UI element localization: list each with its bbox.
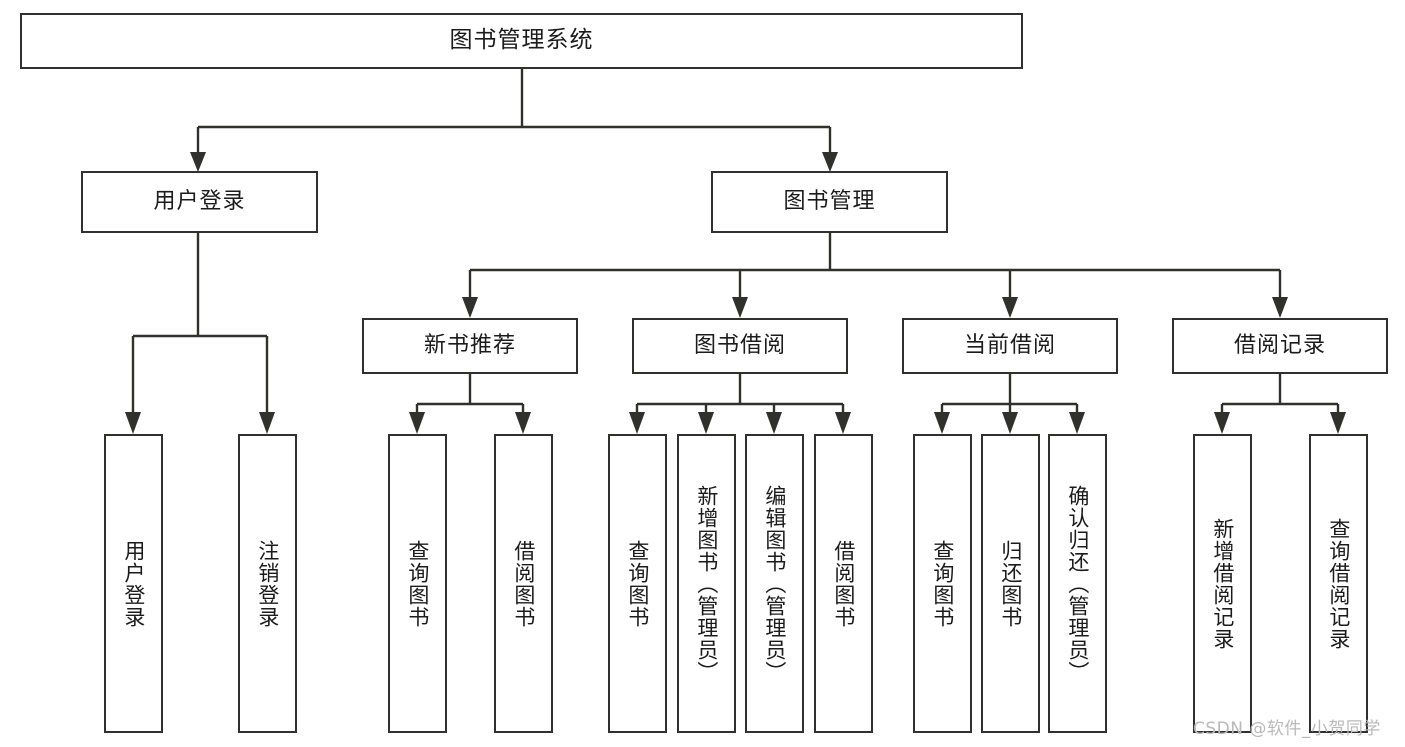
leaf-book-borrow-query[interactable]: 查询图书 <box>608 434 667 733</box>
node-borrow-record[interactable]: 借阅记录 <box>1172 318 1388 374</box>
node-borrow-record-label: 借阅记录 <box>1233 333 1326 359</box>
watermark-text: CSDN @软件_小贺同学 <box>1193 719 1381 739</box>
leaf-user-login-signout[interactable]: 注销登录 <box>238 434 297 733</box>
node-current-borrow[interactable]: 当前借阅 <box>902 318 1118 374</box>
leaf-label: 编辑图书（管理员） <box>762 484 787 683</box>
node-current-borrow-label: 当前借阅 <box>963 333 1056 359</box>
leaf-new-book-borrow[interactable]: 借阅图书 <box>494 434 553 733</box>
leaf-new-book-query[interactable]: 查询图书 <box>388 434 447 733</box>
node-user-login[interactable]: 用户登录 <box>81 171 318 233</box>
node-book-management[interactable]: 图书管理 <box>711 171 948 233</box>
leaf-label: 确认归还（管理员） <box>1065 484 1090 683</box>
leaf-current-borrow-confirm-return[interactable]: 确认归还（管理员） <box>1048 434 1107 733</box>
leaf-current-borrow-query[interactable]: 查询图书 <box>913 434 972 733</box>
leaf-book-borrow-edit[interactable]: 编辑图书（管理员） <box>745 434 804 733</box>
leaf-current-borrow-return[interactable]: 归还图书 <box>981 434 1040 733</box>
node-book-management-label: 图书管理 <box>783 189 876 215</box>
leaf-label: 新增借阅记录 <box>1210 517 1235 650</box>
leaf-label: 借阅图书 <box>831 539 856 628</box>
leaf-borrow-record-query[interactable]: 查询借阅记录 <box>1309 434 1368 733</box>
node-new-book-recommend[interactable]: 新书推荐 <box>362 318 578 374</box>
leaf-user-login-signin[interactable]: 用户登录 <box>104 434 163 733</box>
leaf-label: 查询图书 <box>405 539 430 628</box>
leaf-label: 归还图书 <box>998 539 1023 628</box>
leaf-label: 查询图书 <box>930 539 955 628</box>
leaf-label: 新增图书（管理员） <box>694 484 719 683</box>
node-root-system[interactable]: 图书管理系统 <box>20 13 1023 69</box>
node-book-borrow-label: 图书借阅 <box>693 333 786 359</box>
leaf-label: 用户登录 <box>121 539 146 628</box>
leaf-book-borrow-add[interactable]: 新增图书（管理员） <box>677 434 736 733</box>
node-new-book-recommend-label: 新书推荐 <box>423 333 516 359</box>
node-book-borrow[interactable]: 图书借阅 <box>632 318 848 374</box>
node-root-label: 图书管理系统 <box>449 27 594 54</box>
leaf-label: 查询借阅记录 <box>1326 517 1351 650</box>
leaf-label: 注销登录 <box>255 539 280 628</box>
leaf-borrow-record-add[interactable]: 新增借阅记录 <box>1193 434 1252 733</box>
leaf-label: 借阅图书 <box>511 539 536 628</box>
leaf-label: 查询图书 <box>625 539 650 628</box>
node-user-login-label: 用户登录 <box>153 189 246 215</box>
leaf-book-borrow-borrow[interactable]: 借阅图书 <box>814 434 873 733</box>
